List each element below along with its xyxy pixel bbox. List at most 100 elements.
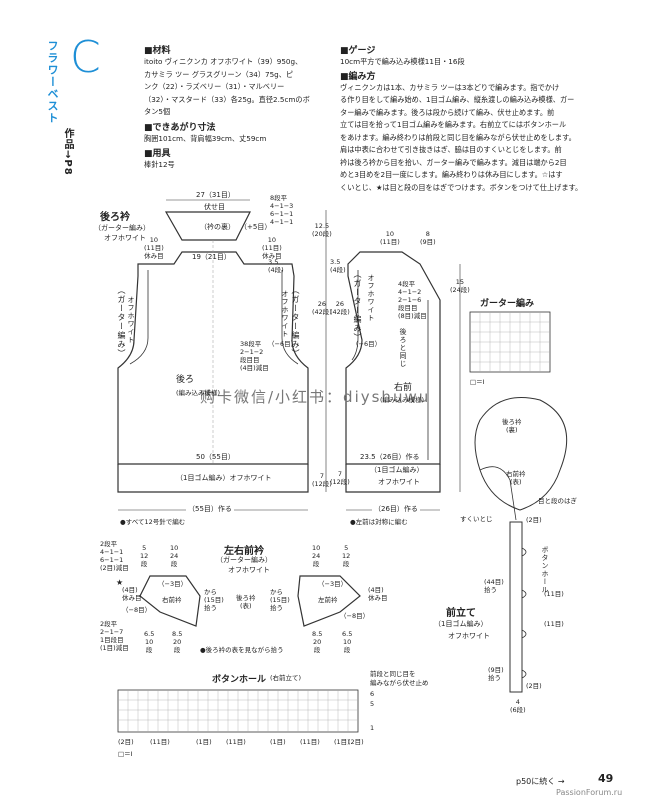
method-line: くいとじ、★は目と段の目をはぎでつけます。ボタンをつけて仕上げます。 bbox=[340, 182, 583, 192]
back-width: 50（55目） bbox=[196, 453, 235, 461]
back-body-label: 後ろ bbox=[176, 375, 195, 385]
work-letter: C bbox=[70, 32, 101, 83]
back-height-total: 26 (42段) bbox=[312, 300, 332, 316]
collar-back-collar: 後ろ衿 (表) bbox=[236, 594, 256, 610]
vest-3d-drawing bbox=[474, 397, 568, 511]
front-offwhite-side: オフホワイト bbox=[367, 274, 375, 322]
back-rib-outline bbox=[117, 464, 309, 493]
placket-stitch: （1目ゴム編み） bbox=[434, 620, 488, 628]
collar-dims-left: 5 12 段 bbox=[140, 544, 149, 568]
method-line: 衿は後ろ衿から目を拾い、ガーター編みで編みます。減目は端から2目 bbox=[340, 157, 567, 167]
gauge-heading: ■ゲージ bbox=[340, 46, 376, 56]
back-offwhite-side: オフホワイト bbox=[127, 296, 135, 344]
buttonhole-row: 5 bbox=[370, 700, 375, 708]
collar-minus3-left: （−3目） bbox=[158, 580, 188, 588]
buttonhole-title: ボタンホール bbox=[212, 675, 267, 685]
diagram-back-collar: 後ろ衿 (裏) bbox=[502, 418, 522, 434]
tools-text: 棒針12号 bbox=[144, 160, 175, 169]
collar-minus8-right: （−8目） bbox=[340, 612, 370, 620]
collar-title: 左右前衿 bbox=[224, 546, 264, 557]
placket-bottom: (2目) bbox=[526, 682, 542, 690]
bh-col: (1目) bbox=[196, 738, 212, 746]
back-collar-stitch: （ガーター編み） bbox=[94, 224, 150, 232]
garter-chart-legend: □＝Ⅰ bbox=[470, 378, 485, 386]
front-garter-side: （ガーター編み） bbox=[353, 270, 362, 342]
collar-dims-right2: 5 12 段 bbox=[342, 544, 351, 568]
buttonhole-row: 1 bbox=[370, 724, 375, 732]
bh-col: (11目) bbox=[150, 738, 170, 746]
front-note: ●左前は対称に編む bbox=[350, 518, 408, 526]
front-dec-steps: 4段平 4−1−2 2−1−6 段目目 (8目)減目 bbox=[398, 280, 427, 320]
method-line: めと3目めを2目一度にします。編み終わりは休み目にします。☆はす bbox=[340, 170, 563, 179]
collar-color: オフホワイト bbox=[228, 566, 270, 574]
back-collar-outline bbox=[164, 211, 251, 241]
collar-minus3-right: （−3目） bbox=[318, 580, 348, 588]
collar-bottom-left: 6.5 10 段 bbox=[144, 630, 155, 654]
materials-line: カサミラ ツー グラスグリーン（34）75g、ピ bbox=[144, 69, 294, 79]
back-armhole-steps: 38段平 2−1−2 段目目 (4目)減目 bbox=[240, 340, 269, 372]
method-heading: ■編み方 bbox=[340, 71, 376, 82]
front-rib-height: 7 (12段) bbox=[330, 470, 350, 486]
back-minus6: （−6目） bbox=[268, 340, 298, 348]
back-shoulder-right: 10 (11目) 休み目 bbox=[262, 236, 282, 260]
back-body-outline bbox=[117, 251, 309, 465]
collar-dims-left2: 10 24 段 bbox=[170, 544, 179, 568]
star-mark: ★ bbox=[116, 578, 124, 587]
front-rib-color: オフホワイト bbox=[378, 478, 420, 486]
bh-col: (11目) bbox=[226, 738, 246, 746]
right-collar-outline bbox=[139, 575, 201, 627]
placket-top: (2目) bbox=[526, 516, 542, 524]
front-cast-on: （26目）作る bbox=[372, 505, 420, 514]
bh-col: (11目) bbox=[300, 738, 320, 746]
placket-buttonhole: ボタンホール bbox=[541, 546, 549, 594]
back-armhole-dim: 3.5 (4段) bbox=[268, 258, 284, 274]
size-text: 胸囲101cm、背肩幅39cm、丈59cm bbox=[144, 133, 267, 143]
bh-col: (1目) bbox=[270, 738, 286, 746]
collar-stitch: （ガーター編み） bbox=[216, 556, 272, 564]
back-collar-color: オフホワイト bbox=[104, 234, 146, 242]
bh-col: (2目) bbox=[348, 738, 364, 746]
materials-line: タン5個 bbox=[144, 107, 171, 116]
back-body-sub: (編み込み模様) bbox=[176, 389, 221, 397]
back-shoulder-left: 10 (11目) 休み目 bbox=[144, 236, 164, 260]
front-neck-width: 8 (9目) bbox=[420, 230, 436, 246]
method-line: る作り目をして編み始め、1目ゴム編み、縦糸渡しの編み込み模様、ガー bbox=[340, 95, 575, 104]
placket-mark: (11目) bbox=[544, 590, 564, 598]
tools-heading: ■用具 bbox=[144, 149, 171, 159]
buttonhole-note2: 編みながら伏せ止め bbox=[370, 679, 429, 687]
method-line: 肩は中表に合わせて引き抜きはぎ、脇は目のすくいとじをします。前 bbox=[340, 145, 562, 154]
back-rib: （1目ゴム編み）オフホワイト bbox=[176, 474, 272, 482]
materials-line: itoito ヴィニクンカ オフホワイト（39）950g、 bbox=[144, 57, 303, 66]
footer-site: PassionForum.ru bbox=[556, 788, 623, 797]
collar-note: ●後ろ衿の表を見ながら拾う bbox=[200, 646, 284, 654]
back-collar-title: 後ろ衿 bbox=[100, 212, 130, 223]
page-number: 49 bbox=[598, 772, 614, 785]
diagram-scoop: すくいとじ bbox=[460, 515, 493, 523]
back-garter-side-r: （ガーター編み） bbox=[291, 286, 300, 358]
front-shoulder-width: 10 (11目) bbox=[380, 230, 400, 246]
materials-line: ンク（22）・ラズベリー（31）・マルベリー bbox=[144, 82, 285, 91]
method-section: ■ゲージ 10cm平方で編み込み模様11目・16段 ■編み方 ヴィニクンカは1本… bbox=[340, 43, 630, 194]
buttonhole-note1: 前段と同じ目を bbox=[370, 670, 416, 678]
materials-heading: ■材料 bbox=[144, 46, 171, 56]
placket-outline bbox=[509, 521, 523, 693]
method-line: ター編みで編みます。後ろは段から続けて編み、伏せ止めます。前 bbox=[340, 107, 555, 117]
back-collar-bind: 伏せ目 bbox=[204, 203, 225, 211]
buttonhole-sub: (右前立て) bbox=[270, 674, 302, 682]
collar-from-right: から (15目) 拾う bbox=[270, 588, 290, 612]
materials-section: ■材料 itoito ヴィニクンカ オフホワイト（39）950g、 カサミラ ツ… bbox=[144, 43, 334, 172]
front-armhole-dim: 3.5 (4段) bbox=[330, 258, 346, 274]
front-minus6: （−6目） bbox=[352, 340, 382, 348]
materials-line: （32）・マスタード（33）各25g。直径2.5cmのボ bbox=[144, 94, 310, 104]
right-collar-label: 右前衿 bbox=[162, 596, 182, 604]
placket-color: オフホワイト bbox=[448, 632, 490, 640]
method-line: 立ては目を拾って1目ゴム編みを編みます。右前立てにはボタンホール bbox=[340, 120, 567, 129]
collar-rest-right: (4目) 休み目 bbox=[368, 586, 388, 602]
back-rib-height: 7 (12段) bbox=[312, 472, 332, 488]
collar-bottom-right: 8.5 20 段 bbox=[312, 630, 323, 654]
buttonhole-row: 6 bbox=[370, 690, 375, 698]
back-height-top: 12.5 (20段) bbox=[312, 222, 332, 238]
front-body-outline bbox=[345, 251, 441, 465]
collar-rows-left2: 2段平 2−1−7 1目段目 (1目)減目 bbox=[100, 620, 129, 652]
